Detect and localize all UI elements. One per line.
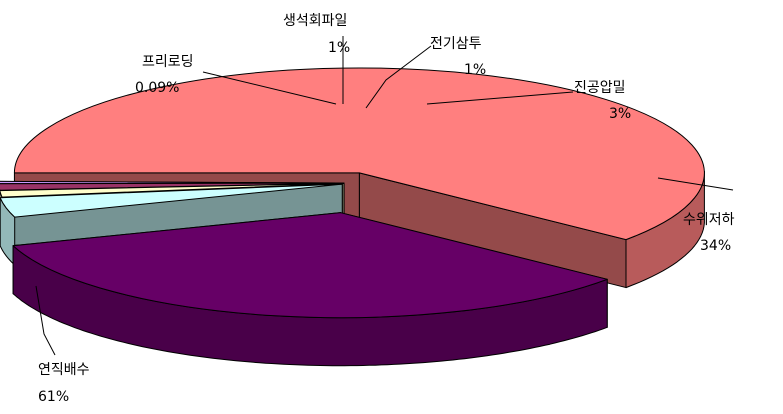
label-quicklime-value: 1% bbox=[328, 40, 350, 56]
label-dewater-value: 34% bbox=[700, 238, 731, 254]
slice-0 bbox=[13, 67, 705, 241]
leader-line-preloading bbox=[202, 71, 337, 105]
slice-tops bbox=[0, 67, 705, 319]
label-preloading-name: 프리로딩 bbox=[142, 54, 194, 70]
label-vertical-drain-name: 연직배수 bbox=[38, 362, 90, 378]
leader-lines bbox=[35, 36, 734, 356]
slice-2 bbox=[0, 183, 343, 218]
label-electro-value: 1% bbox=[464, 62, 486, 78]
leader-line-vertical-drain bbox=[35, 285, 56, 356]
slice-3 bbox=[0, 182, 345, 198]
label-vertical-drain-value: 61% bbox=[38, 389, 69, 405]
label-vacuum-name: 진공압밀 bbox=[574, 80, 626, 96]
slice-1 bbox=[12, 212, 608, 319]
label-electro-name: 전기삼투 bbox=[430, 36, 482, 52]
leader-line-vacuum bbox=[426, 91, 574, 105]
label-dewater-name: 수위저하 bbox=[683, 212, 735, 228]
label-preloading-value: 0.09% bbox=[135, 80, 179, 96]
label-vacuum-value: 3% bbox=[609, 106, 631, 122]
label-quicklime-name: 생석회파일 bbox=[283, 13, 347, 29]
leader-line-electro bbox=[365, 45, 432, 109]
leader-line-dewater bbox=[657, 177, 734, 191]
slice-labels: 프리로딩 0.09% 생석회파일 1% 전기삼투 1% 진공압밀 3% 수위저하… bbox=[38, 13, 735, 405]
